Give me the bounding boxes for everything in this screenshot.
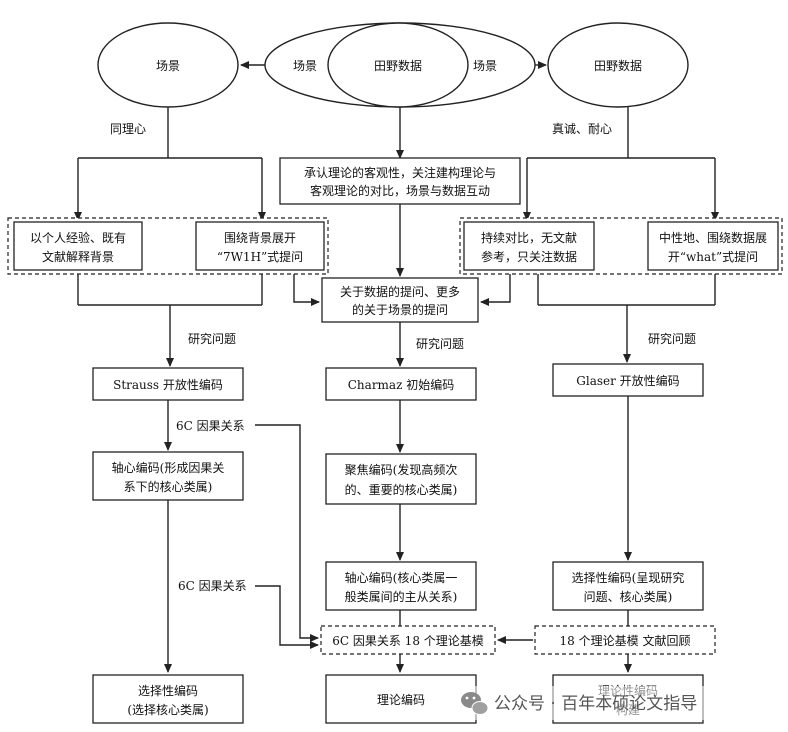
ellipse-scene-mid-left-label: 场景 (293, 59, 317, 73)
box-axial-mid-line-1: 轴心编码(核心类属一 (345, 570, 458, 585)
box-charmaz-initial-coding (325, 367, 477, 401)
box-selective-right-line-1: 选择性编码(呈现研究 (572, 570, 685, 585)
box-constant-line-1: 持续对比，无文献 (481, 230, 577, 245)
arrow-left-group-to-question (293, 274, 320, 306)
label-research-question-mid: 研究问题 (416, 336, 464, 351)
box-18-models-text: 18 个理论基模 文献回顾 (560, 633, 691, 648)
box-acknowledge-line-1: 承认理论的客观性，关注建构理论与 (304, 165, 496, 180)
box-neutral-line-1: 中性地、围绕数据展 (659, 230, 767, 245)
box-glaser-open-coding (552, 363, 704, 397)
ellipse-field-data-inner (327, 22, 469, 108)
box-focused-line-1: 聚焦编码(发现高频次 (345, 462, 458, 477)
box-acknowledge (279, 157, 521, 205)
box-6c-18-models (320, 625, 496, 655)
box-selective-left-line-2: (选择核心类属) (127, 703, 208, 717)
arrow-right-group-to-question (480, 274, 511, 306)
box-strauss-text: Strauss 开放性编码 (113, 377, 223, 392)
ellipse-field-data-right-label: 田野数据 (594, 58, 642, 73)
box-axial-coding-mid (325, 561, 477, 611)
box-7w1h-line-2: “7W1H”式提问 (217, 249, 303, 264)
ellipse-scene-mid-right-label: 场景 (473, 59, 497, 73)
box-acknowledge-line-2: 客观理论的对比，场景与数据互动 (310, 183, 490, 198)
wechat-icon (461, 692, 489, 715)
box-axial-left-line-1: 轴心编码(形成因果关 (112, 460, 225, 475)
label-research-question-left: 研究问题 (188, 331, 236, 346)
box-glaser-text: Glaser 开放性编码 (576, 373, 679, 388)
box-selective-coding-right (552, 561, 704, 611)
box-7w1h-line-1: 围绕背景展开 (224, 231, 296, 245)
arrow-6c-2-to-box (255, 585, 319, 649)
box-personal-experience (13, 221, 143, 271)
box-selective-left-line-1: 选择性编码 (138, 683, 198, 698)
box-selective-coding-left (92, 674, 244, 724)
ellipse-field-data-right (547, 22, 689, 108)
box-6c-18-text: 6C 因果关系 18 个理论基模 (332, 634, 484, 648)
box-charmaz-text: Charmaz 初始编码 (348, 377, 454, 392)
box-data-question-line-1: 关于数据的提问、更多 (340, 284, 460, 299)
box-axial-mid-line-2: 般类属间的主从关系) (345, 589, 458, 604)
box-axial-coding-left (92, 451, 244, 501)
arrow-6c-1-to-box (255, 424, 319, 642)
label-6c-causal-1: 6C 因果关系 (176, 419, 245, 433)
box-focused-coding (325, 453, 477, 505)
box-neutral-line-2: 开“what”式提问 (668, 249, 758, 264)
watermark: 公众号 · 百年本硕论文指导 (450, 686, 784, 720)
box-focused-line-2: 的、重要的核心类属) (345, 482, 458, 497)
box-axial-left-line-2: 系下的核心类属) (124, 479, 213, 494)
box-theory-mid-text: 理论编码 (377, 692, 425, 707)
label-research-question-right: 研究问题 (648, 331, 696, 346)
box-personal-line-1: 以个人经验、既有 (30, 230, 126, 245)
watermark-text: 公众号 · 百年本硕论文指导 (494, 694, 697, 714)
box-constant-line-2: 参考，只关注数据 (481, 249, 577, 264)
box-18-models-literature (534, 625, 716, 655)
box-selective-right-line-2: 问题、核心类属) (584, 590, 673, 604)
label-sincerity: 真诚、耐心 (552, 122, 612, 136)
box-data-question-line-2: 的关于场景的提问 (352, 302, 448, 317)
label-6c-causal-2: 6C 因果关系 (178, 579, 247, 593)
box-constant-comparison (463, 221, 595, 271)
label-empathy: 同理心 (110, 122, 146, 136)
box-data-question (321, 277, 479, 323)
ellipse-scene-left-label: 场景 (156, 59, 180, 73)
box-7w1h (195, 221, 325, 271)
ellipse-field-data-mid-label: 田野数据 (374, 58, 422, 73)
box-neutral-what (647, 221, 779, 271)
box-personal-line-2: 文献解释背景 (42, 249, 114, 264)
